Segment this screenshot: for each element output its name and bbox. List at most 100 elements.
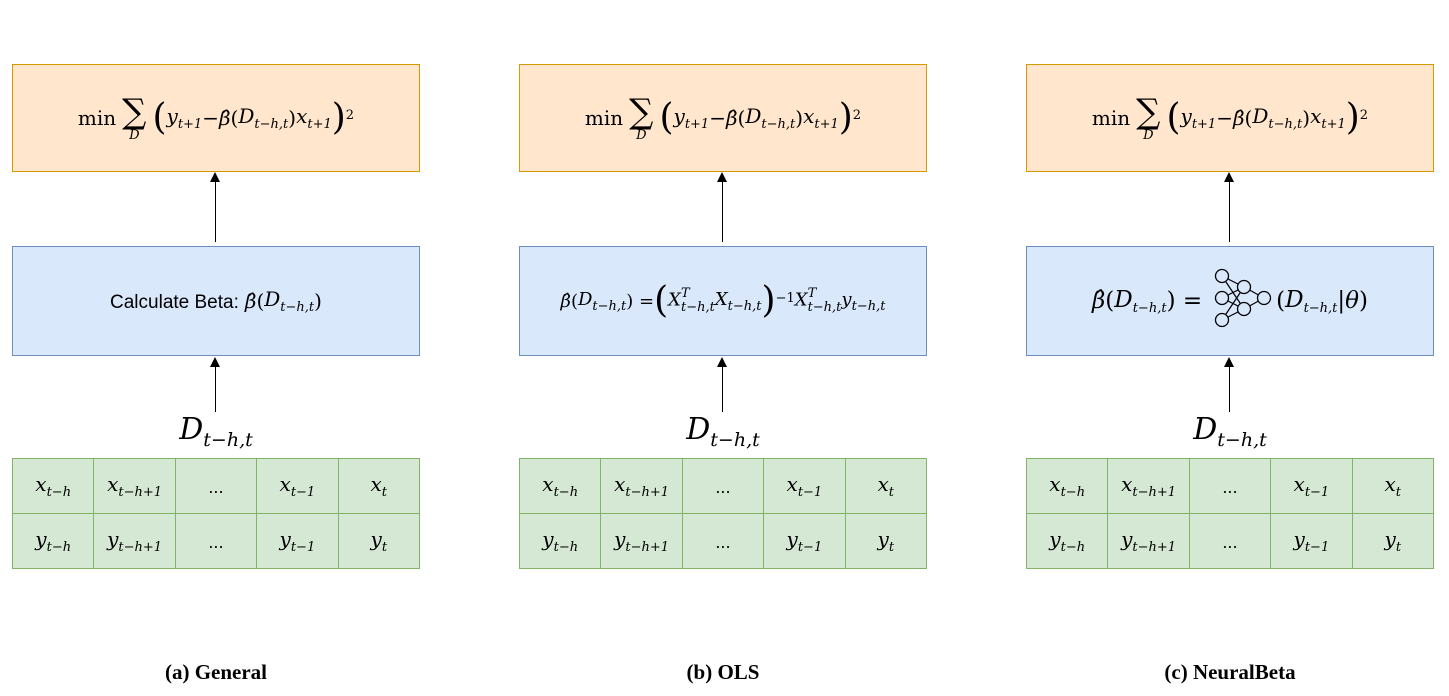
panel-caption: (c) NeuralBeta [1164,660,1296,684]
data-window-label: Dt−h,t [12,412,420,451]
math-symbol: β̂ [1232,106,1245,130]
math-token: xt+1 [1310,104,1346,132]
table-cell: xt−h+1 [600,458,683,514]
cell-symbol: y [786,527,798,551]
table-cell: ... [1188,513,1272,569]
summation: ∑D [1136,95,1160,142]
cell-subscript: t [381,485,388,500]
cell-symbol: x [1121,472,1133,496]
cell-symbol: x [614,472,626,496]
math-symbol: ) [1302,106,1311,130]
cell-subscript: t [888,540,895,555]
arrow [717,357,727,412]
cell-subscript: t [1395,540,1402,555]
superscript: 2 [345,108,355,123]
summation: ∑D [629,95,653,142]
table-cell: yt−1 [1270,513,1353,569]
superscript: T [680,286,690,302]
arrow [1224,357,1234,412]
math-token: β̂ [245,289,257,313]
math-token: ( [1166,100,1180,136]
math-symbol: ) = [626,290,655,312]
subscript: t+1 [1321,117,1346,132]
math-token: Calculate Beta: [110,289,245,314]
objective-formula: min∑D(yt+1 − β̂(Dt−h,t) xt+1)2 [1092,95,1368,142]
math-symbol: ( [152,97,167,138]
cell-symbol: x [279,472,291,496]
arrow-line [722,363,724,412]
panel-caption: (a) General [164,660,268,684]
sum-symbol: ∑ [122,91,147,132]
math-symbol: X [714,288,728,310]
beta-formula: Calculate Beta:β̂(Dt−h,t) [110,287,322,315]
table-cell: yt−h+1 [93,513,176,569]
beta-formula: β̂(Dt−h,t) =(Dt−h,t | θ) [1092,268,1368,334]
subscript: t−h,t [680,300,715,315]
math-symbol: ) = [1166,288,1203,314]
cell-subscript: t−h [1060,540,1086,555]
cell-subscript: t−1 [290,485,316,500]
math-symbol: min [77,106,117,130]
cell-symbol: ... [208,478,224,497]
math-symbol: ( [1105,288,1115,314]
table-cell: ... [1188,458,1272,514]
arrow-head-icon [210,357,220,367]
cell-symbol: x [35,472,47,496]
table-cell: yt−h [518,513,602,569]
beta-box: β̂(Dt−h,t) =(Dt−h,t | θ) [1026,246,1434,356]
math-symbol: ( [1276,288,1286,314]
cell-subscript: t−h [1060,485,1086,500]
cell-symbol: y [542,527,554,551]
math-symbol: β̂ [725,106,738,130]
cell-subscript: t−h [553,485,579,500]
cell-symbol: x [877,472,889,496]
math-token: Dt−h,t [745,104,795,132]
math-token: Dt−h,t [264,287,314,315]
table-cell: xt−h [11,458,95,514]
arrow [210,357,220,412]
objective-formula: min∑D(yt+1 − β̂(Dt−h,t) xt+1)2 [78,95,354,142]
math-token: )2 [332,100,354,136]
subscript: t+1 [814,117,839,132]
math-token: yt+1 [674,104,710,132]
math-symbol: − [202,106,219,130]
math-token: ) [1359,288,1368,314]
math-symbol: β̂ [560,290,571,312]
math-symbol: D [577,288,593,310]
math-token: Dt−h,t [238,104,288,132]
table-cell: xt−h [1025,458,1109,514]
arrow-head-icon [210,172,220,182]
arrow [717,172,727,242]
subscript: t−h,t [280,300,315,315]
math-symbol: θ [1345,288,1360,314]
math-token: | [1337,288,1345,314]
math-symbol: ( [1244,106,1253,130]
data-symbol: D [1193,412,1218,447]
data-window-label: Dt−h,t [519,412,927,451]
table-cell: xt−h+1 [93,458,176,514]
data-symbol: D [686,412,711,447]
math-token: ( [659,100,673,136]
cell-symbol: y [877,527,889,551]
superscript: −1 [775,291,795,306]
subscript: t−h,t [1132,300,1167,316]
cell-symbol: y [1049,527,1061,551]
data-subscript: t−h,t [203,429,253,451]
cell-subscript: t−h+1 [625,540,670,555]
table-cell: ... [681,513,765,569]
math-symbol: ( [256,289,265,313]
math-token: − [709,106,726,130]
math-token: min [1092,106,1130,130]
cell-symbol: ... [1222,478,1238,497]
beta-box: Calculate Beta:β̂(Dt−h,t) [12,246,420,356]
data-symbol: D [179,412,204,447]
cell-subscript: t−1 [290,540,316,555]
math-token: Dt−h,t [578,289,626,314]
math-symbol: x [1310,104,1322,128]
table-cell: xt [1351,458,1435,514]
math-symbol: ( [1166,97,1181,138]
